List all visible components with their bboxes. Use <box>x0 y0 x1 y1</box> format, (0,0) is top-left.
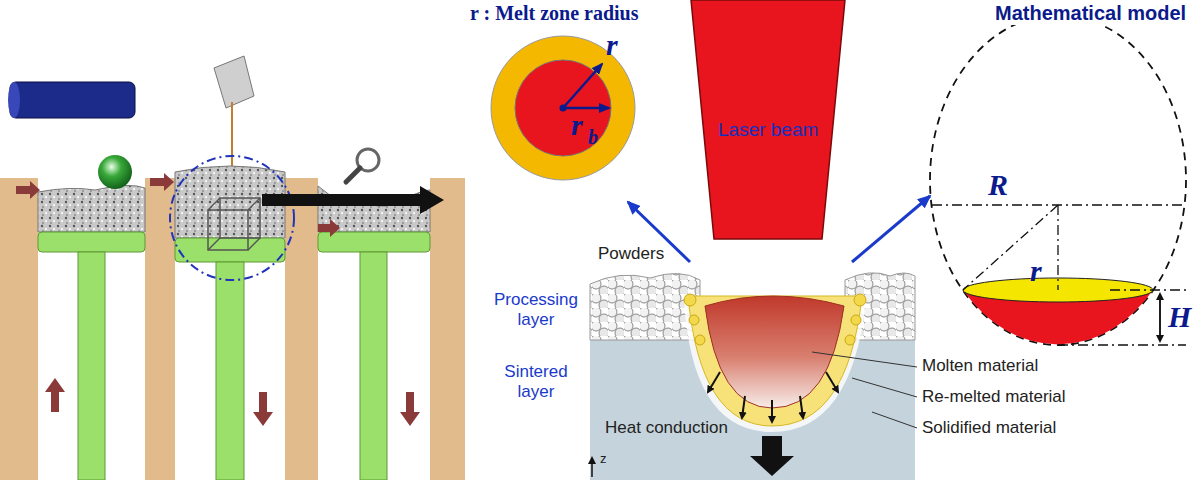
powder-bed-machine <box>0 56 465 480</box>
spherical-cap-model <box>930 15 1186 345</box>
callout-label: Re-melted material <box>922 387 1066 407</box>
node-label: Laser beam <box>718 119 818 141</box>
layer-label: Processing layer <box>484 290 588 329</box>
figure-title: r : Melt zone radius <box>470 2 639 25</box>
subscript: b <box>588 126 598 149</box>
radius-symbol: r <box>606 28 618 63</box>
callout-label: Molten material <box>922 356 1038 376</box>
laser-beam: Laser beam <box>690 0 846 240</box>
dimension-symbol: r <box>1030 254 1042 289</box>
process-label: Heat conduction <box>605 418 728 438</box>
radius-symbol: r <box>571 108 583 143</box>
dimension-symbol: H <box>1168 300 1191 335</box>
dimension-symbol: R <box>988 168 1008 203</box>
panel-title: Mathematical model <box>992 2 1189 25</box>
part-label: Powders <box>598 244 664 264</box>
callout-label: Solidified material <box>922 418 1056 438</box>
axis-label: z <box>600 452 607 467</box>
layer-label: Sintered layer <box>484 362 588 401</box>
